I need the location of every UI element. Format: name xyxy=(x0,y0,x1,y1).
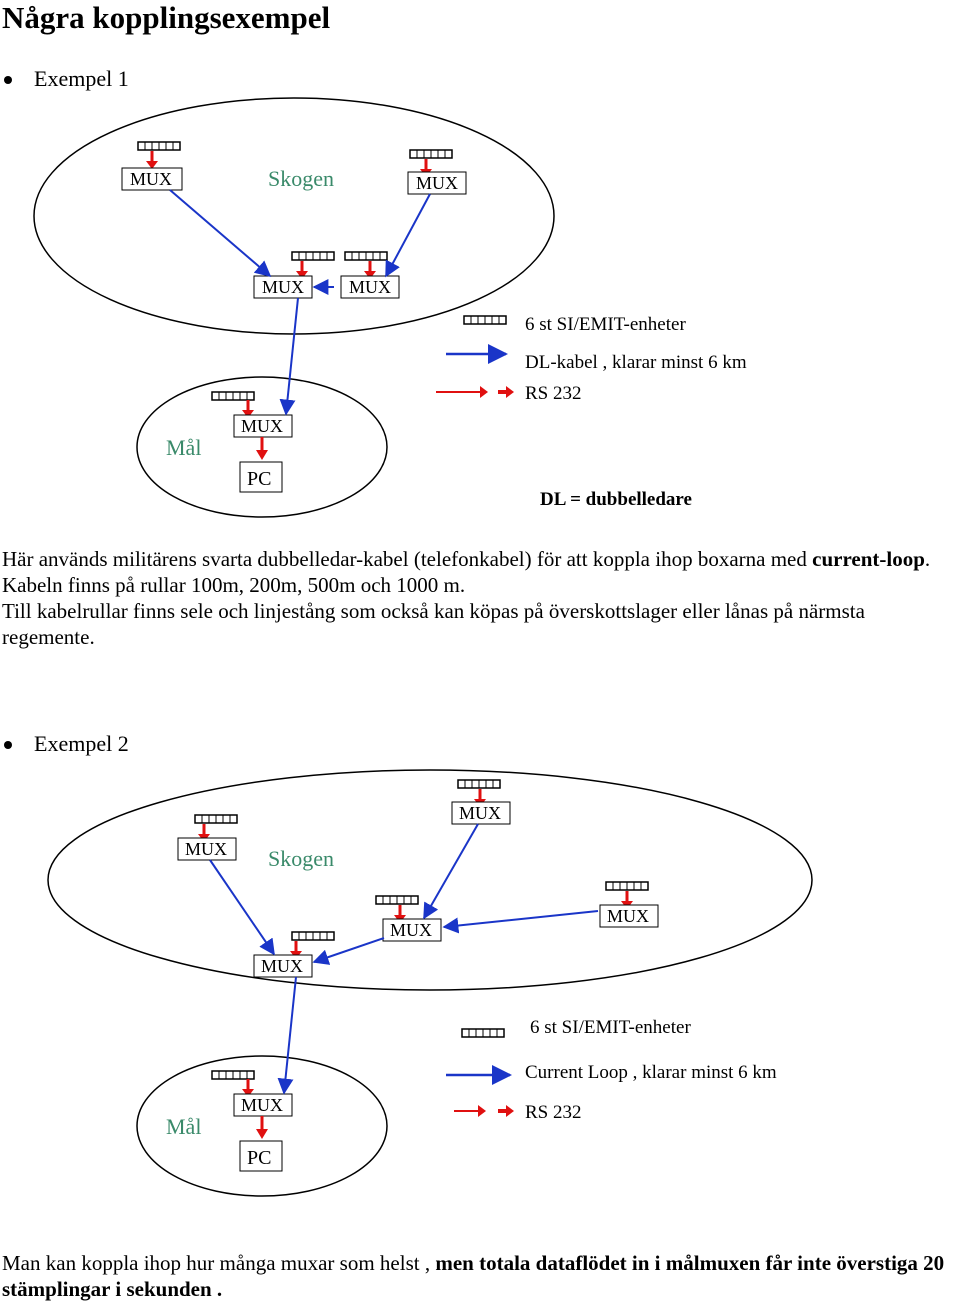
mux-label: MUX xyxy=(261,956,303,976)
paragraph-example2: Man kan koppla ihop hur många muxar som … xyxy=(2,1250,954,1302)
legend-rs232-head xyxy=(480,386,488,398)
pc-box xyxy=(239,1140,283,1172)
paragraph-example1: Här används militärens svarta dubbelleda… xyxy=(2,546,954,650)
example1-bullet-label: Exempel 1 xyxy=(34,66,129,91)
paragraph2-text: Man kan koppla ihop hur många muxar som … xyxy=(2,1251,436,1275)
mux-label: MUX xyxy=(241,1095,283,1115)
paragraph1-bold: current-loop xyxy=(812,547,925,571)
rs232-arrow-icon xyxy=(144,149,160,171)
target-label: Mål xyxy=(166,435,201,460)
mux-box xyxy=(599,904,659,928)
forest-area-ellipse xyxy=(33,97,555,335)
pc-label: PC xyxy=(247,468,271,490)
paragraph1-text-2: . Kabeln finns på rullar 100m, 200m, 500… xyxy=(2,547,931,597)
paragraph1-line2: Till kabelrullar finns sele och linjestå… xyxy=(2,599,865,649)
si-emit-units-icon xyxy=(291,251,335,261)
mux-box xyxy=(407,171,467,195)
mux-box xyxy=(121,167,183,191)
si-emit-units-icon xyxy=(291,931,335,941)
si-emit-units-icon xyxy=(194,814,238,824)
si-emit-units-icon xyxy=(409,149,453,159)
paragraph1-text: Här används militärens svarta dubbelleda… xyxy=(2,547,813,571)
legend-rs232-icon-head xyxy=(506,1105,514,1117)
legend-dl-note: DL = dubbelledare xyxy=(540,489,692,510)
pc-label: PC xyxy=(247,1147,271,1169)
target-label-2: Mål xyxy=(166,1114,201,1139)
dl-cable-arrow xyxy=(169,189,272,278)
si-emit-units-icon xyxy=(137,141,181,151)
legend-cable-text: Current Loop , klarar minst 6 km xyxy=(525,1062,777,1083)
page-title: Några kopplingsexempel xyxy=(2,0,331,35)
bullet-dot xyxy=(4,741,12,749)
mux-box xyxy=(451,801,511,825)
mux-box xyxy=(253,954,313,978)
rs232-arrowhead xyxy=(256,1129,268,1139)
si-emit-units-icon xyxy=(211,391,255,401)
mux-label: MUX xyxy=(459,803,501,823)
legend-units-text: 6 st SI/EMIT-enheter xyxy=(525,314,686,335)
legend-si-units-icon xyxy=(463,315,507,325)
current-loop-arrow xyxy=(277,976,297,1095)
pc-box xyxy=(239,461,283,493)
legend-cable-text: DL-kabel , klarar minst 6 km xyxy=(525,352,747,373)
mux-box xyxy=(340,275,400,299)
legend-rs232-icon-head xyxy=(506,386,514,398)
si-emit-units-icon xyxy=(344,251,388,261)
legend-rs232-text: RS 232 xyxy=(525,1102,582,1123)
dl-cable-arrow xyxy=(385,193,431,278)
mux-label: MUX xyxy=(390,920,432,940)
forest-area-ellipse-2 xyxy=(47,769,813,991)
mux-label: MUX xyxy=(607,906,649,926)
bullet-dot xyxy=(4,76,12,84)
target-area-ellipse-2 xyxy=(136,1055,388,1197)
mux-label: MUX xyxy=(416,173,458,193)
si-emit-units-icon xyxy=(457,779,501,789)
mux-label: MUX xyxy=(241,416,283,436)
current-loop-arrow xyxy=(423,823,479,920)
current-loop-arrow xyxy=(312,937,385,965)
legend-units-text: 6 st SI/EMIT-enheter xyxy=(530,1017,691,1038)
si-emit-units-icon xyxy=(211,1070,255,1080)
target-area-ellipse xyxy=(136,376,388,518)
mux-box xyxy=(382,918,442,942)
example2-bullet-label: Exempel 2 xyxy=(34,731,129,756)
legend-rs232-head xyxy=(478,1105,486,1117)
paragraph2-bold: men totala dataflödet in i målmuxen får … xyxy=(2,1251,945,1301)
mux-label: MUX xyxy=(130,169,172,189)
mux-box xyxy=(253,275,313,299)
mux-box xyxy=(177,837,237,861)
current-loop-arrow xyxy=(442,910,599,934)
rs232-arrowhead xyxy=(256,450,268,460)
mux-label: MUX xyxy=(349,277,391,297)
current-loop-arrow xyxy=(209,859,275,956)
mux-label: MUX xyxy=(262,277,304,297)
dl-cable-arrow xyxy=(279,297,299,416)
legend-si-units-icon xyxy=(461,1028,505,1038)
forest-label-2: Skogen xyxy=(268,846,334,871)
si-emit-units-icon xyxy=(375,895,419,905)
si-emit-units-icon xyxy=(605,881,649,891)
mux-label: MUX xyxy=(185,839,227,859)
forest-label: Skogen xyxy=(268,166,334,191)
legend-rs232-text: RS 232 xyxy=(525,383,582,404)
